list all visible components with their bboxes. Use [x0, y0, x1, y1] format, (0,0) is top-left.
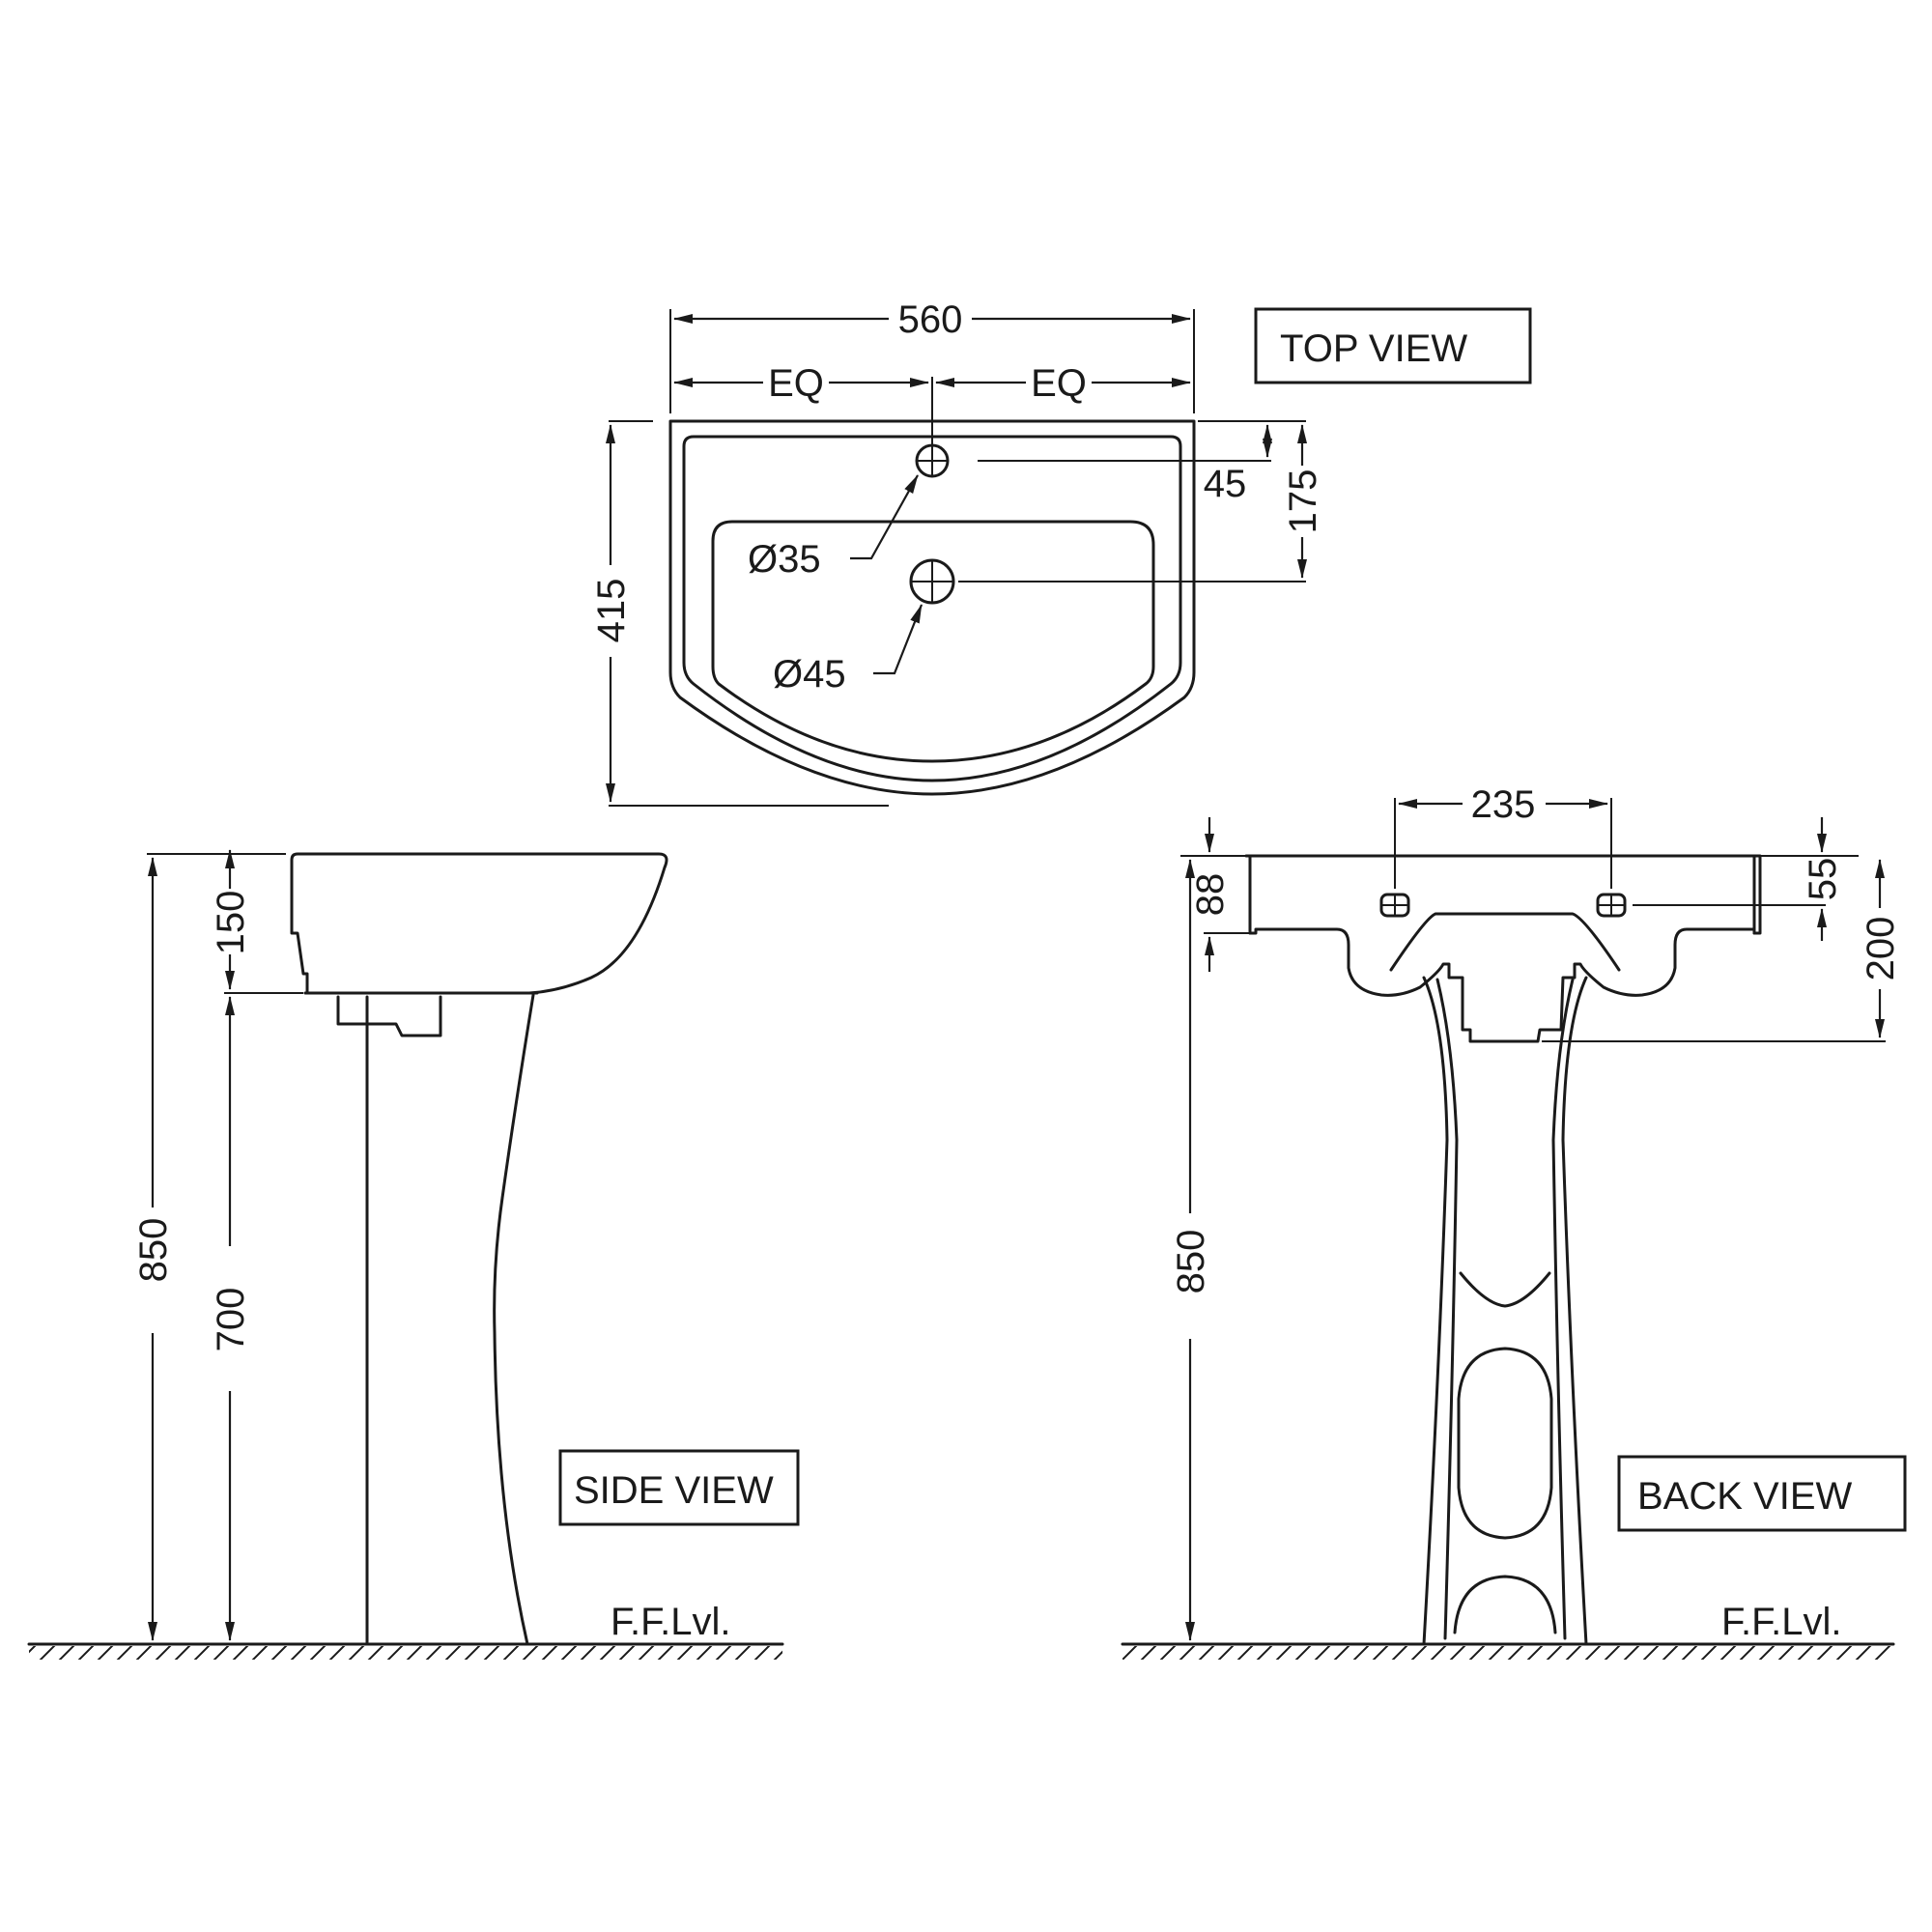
tap-hole-symbol	[915, 443, 950, 478]
dim-text-150: 150	[210, 891, 252, 955]
dim-back-235: 235	[1394, 783, 1612, 889]
dim-side-850: 850	[132, 853, 286, 1641]
back-opening-lower	[1453, 1575, 1557, 1634]
dim-hole-offsets: 45 175	[958, 420, 1324, 582]
side-view-label: SIDE VIEW	[558, 1449, 800, 1526]
side-view: F.F.Lvl. SIDE VIEW 850 150 700	[27, 849, 800, 1660]
dim-text-200: 200	[1860, 917, 1902, 981]
top-view-label: TOP VIEW	[1254, 307, 1532, 384]
dim-back-55: 55	[1633, 817, 1859, 941]
dim-overall-width: 560	[669, 298, 1195, 413]
basin-outer-rim	[668, 419, 1196, 796]
back-bowl-underside	[1389, 912, 1621, 972]
dim-text-235: 235	[1471, 783, 1536, 826]
dim-side-700: 700	[210, 996, 252, 1641]
bowl-outline	[711, 520, 1155, 763]
side-pedestal-front	[493, 993, 535, 1646]
dim-eq-spacing: EQ EQ	[673, 362, 1191, 444]
back-opening-middle	[1457, 1347, 1553, 1540]
side-bracket	[336, 995, 442, 1037]
dim-back-200: 200	[1542, 859, 1902, 1042]
back-pedestal-right	[1561, 976, 1588, 1646]
side-view-label-text: SIDE VIEW	[574, 1469, 774, 1512]
top-view: TOP VIEW 560	[590, 298, 1532, 807]
dim-side-150: 150	[210, 849, 303, 994]
leader-waste: Ø45	[773, 604, 923, 696]
dim-back-850: 850	[1170, 855, 1246, 1641]
back-view-label-text: BACK VIEW	[1637, 1475, 1853, 1518]
back-floor-label: F.F.Lvl.	[1721, 1601, 1841, 1643]
back-fixing-hole-left	[1379, 893, 1410, 918]
waste-outlet-symbol	[909, 558, 955, 605]
dim-text-back-850: 850	[1170, 1230, 1212, 1294]
dim-text-dia35: Ø35	[748, 538, 821, 581]
side-floor-label: F.F.Lvl.	[611, 1601, 730, 1643]
back-pedestal-left	[1422, 976, 1449, 1646]
back-view-label: BACK VIEW	[1617, 1455, 1907, 1532]
side-floor-line	[27, 1642, 784, 1660]
back-fixing-hole-right	[1596, 893, 1627, 918]
leader-tap-hole: Ø35	[748, 474, 919, 581]
dim-text-415: 415	[590, 579, 633, 643]
basin-inner-rim	[682, 435, 1182, 782]
back-pedestal-inner-left	[1435, 978, 1459, 1640]
dim-text-175: 175	[1282, 469, 1324, 534]
back-basin-outline	[1244, 854, 1762, 1043]
dim-text-eq-right: EQ	[1031, 362, 1087, 405]
back-floor-line	[1121, 1642, 1895, 1660]
back-opening-upper	[1459, 1271, 1551, 1308]
dim-text-700: 700	[210, 1288, 252, 1352]
dim-text-560: 560	[898, 298, 963, 341]
dim-text-eq-left: EQ	[768, 362, 824, 405]
dim-text-side-850: 850	[132, 1218, 175, 1283]
dim-back-88: 88	[1189, 817, 1250, 972]
dim-depth: 415	[590, 420, 889, 807]
dim-text-45: 45	[1204, 463, 1247, 505]
side-basin-profile	[290, 852, 668, 995]
top-view-label-text: TOP VIEW	[1280, 327, 1467, 370]
dim-text-dia45: Ø45	[773, 653, 846, 696]
back-view: F.F.Lvl. BACK VIEW 235 850 88	[1121, 783, 1907, 1660]
dim-text-55: 55	[1802, 858, 1844, 901]
dim-text-88: 88	[1189, 873, 1232, 917]
